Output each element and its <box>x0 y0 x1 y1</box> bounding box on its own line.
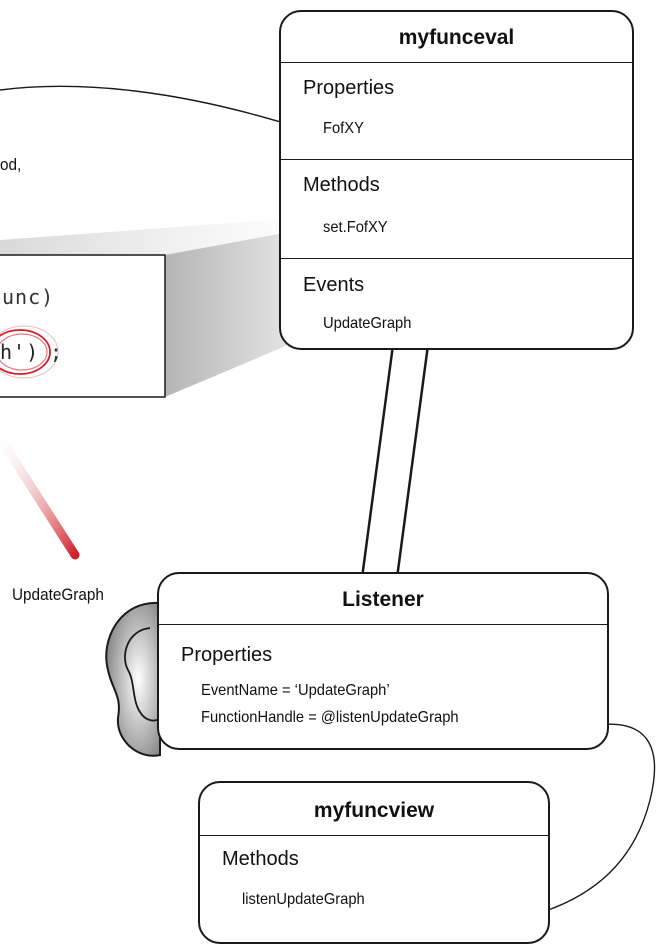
methods-heading: Methods <box>303 174 380 196</box>
listener-stem <box>360 343 430 580</box>
code-semicolon: ; <box>50 340 64 364</box>
code-panel-side <box>165 230 300 397</box>
myfunceval-title: myfunceval <box>398 26 515 49</box>
listener-title: Listener <box>342 588 424 611</box>
listener-box: Listener Properties EventName = ‘UpdateG… <box>157 572 609 750</box>
code-line-2: h') <box>0 340 40 364</box>
property-fofxy: FofXY <box>323 120 364 137</box>
title-divider <box>281 62 632 63</box>
myfuncview-methods-heading: Methods <box>222 848 299 870</box>
arrow-to-fofxy <box>0 85 302 130</box>
listener-divider <box>159 624 607 625</box>
highlight-ring-outer <box>0 325 59 379</box>
myfuncview-divider <box>200 835 548 836</box>
events-heading: Events <box>303 274 365 296</box>
method-set-fofxy: set.FofXY <box>323 219 388 236</box>
listener-functionhandle: FunctionHandle = @listenUpdateGraph <box>201 709 459 726</box>
methods-divider <box>281 258 632 259</box>
properties-heading: Properties <box>303 77 395 99</box>
event-updategraph: UpdateGraph <box>323 315 412 332</box>
properties-divider <box>281 159 632 160</box>
ear-inner-icon <box>124 627 161 722</box>
callback-arrow <box>476 723 656 930</box>
myfuncview-box: myfuncview Methods listenUpdateGraph <box>198 781 550 944</box>
code-line-1: unc) <box>2 285 55 309</box>
red-pointer <box>0 429 80 560</box>
myfuncview-title: myfuncview <box>313 799 435 822</box>
listener-properties-heading: Properties <box>181 644 273 666</box>
myfuncview-method: listenUpdateGraph <box>242 891 365 908</box>
event-label: UpdateGraph <box>12 585 104 604</box>
ear-icon <box>105 601 161 757</box>
highlight-ring <box>0 329 51 375</box>
fragment-comma: od, <box>0 155 22 174</box>
listener-eventname: EventName = ‘UpdateGraph’ <box>201 682 390 699</box>
myfunceval-box: myfunceval Properties FofXY Methods set.… <box>279 10 634 350</box>
highlight-ring-inner <box>0 333 48 371</box>
